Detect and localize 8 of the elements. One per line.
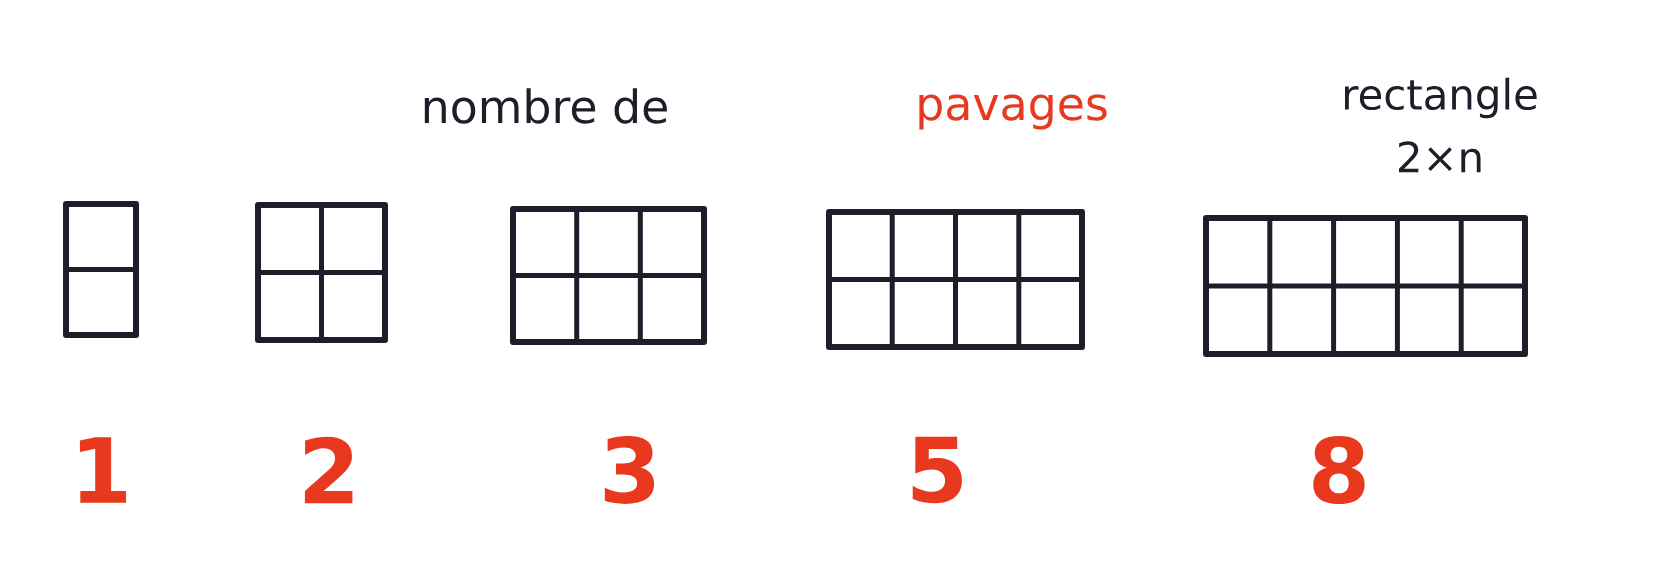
heading-text: nombre de (424, 88, 667, 124)
count-number: 2 (304, 436, 353, 504)
heading-text: pavages (919, 94, 1107, 130)
count-number: 5 (912, 436, 962, 504)
count-number: 1 (79, 437, 127, 503)
count-number: 3 (604, 436, 655, 504)
heading-text: rectangle 2×n (1345, 77, 1537, 173)
count-number: 8 (1313, 436, 1365, 504)
